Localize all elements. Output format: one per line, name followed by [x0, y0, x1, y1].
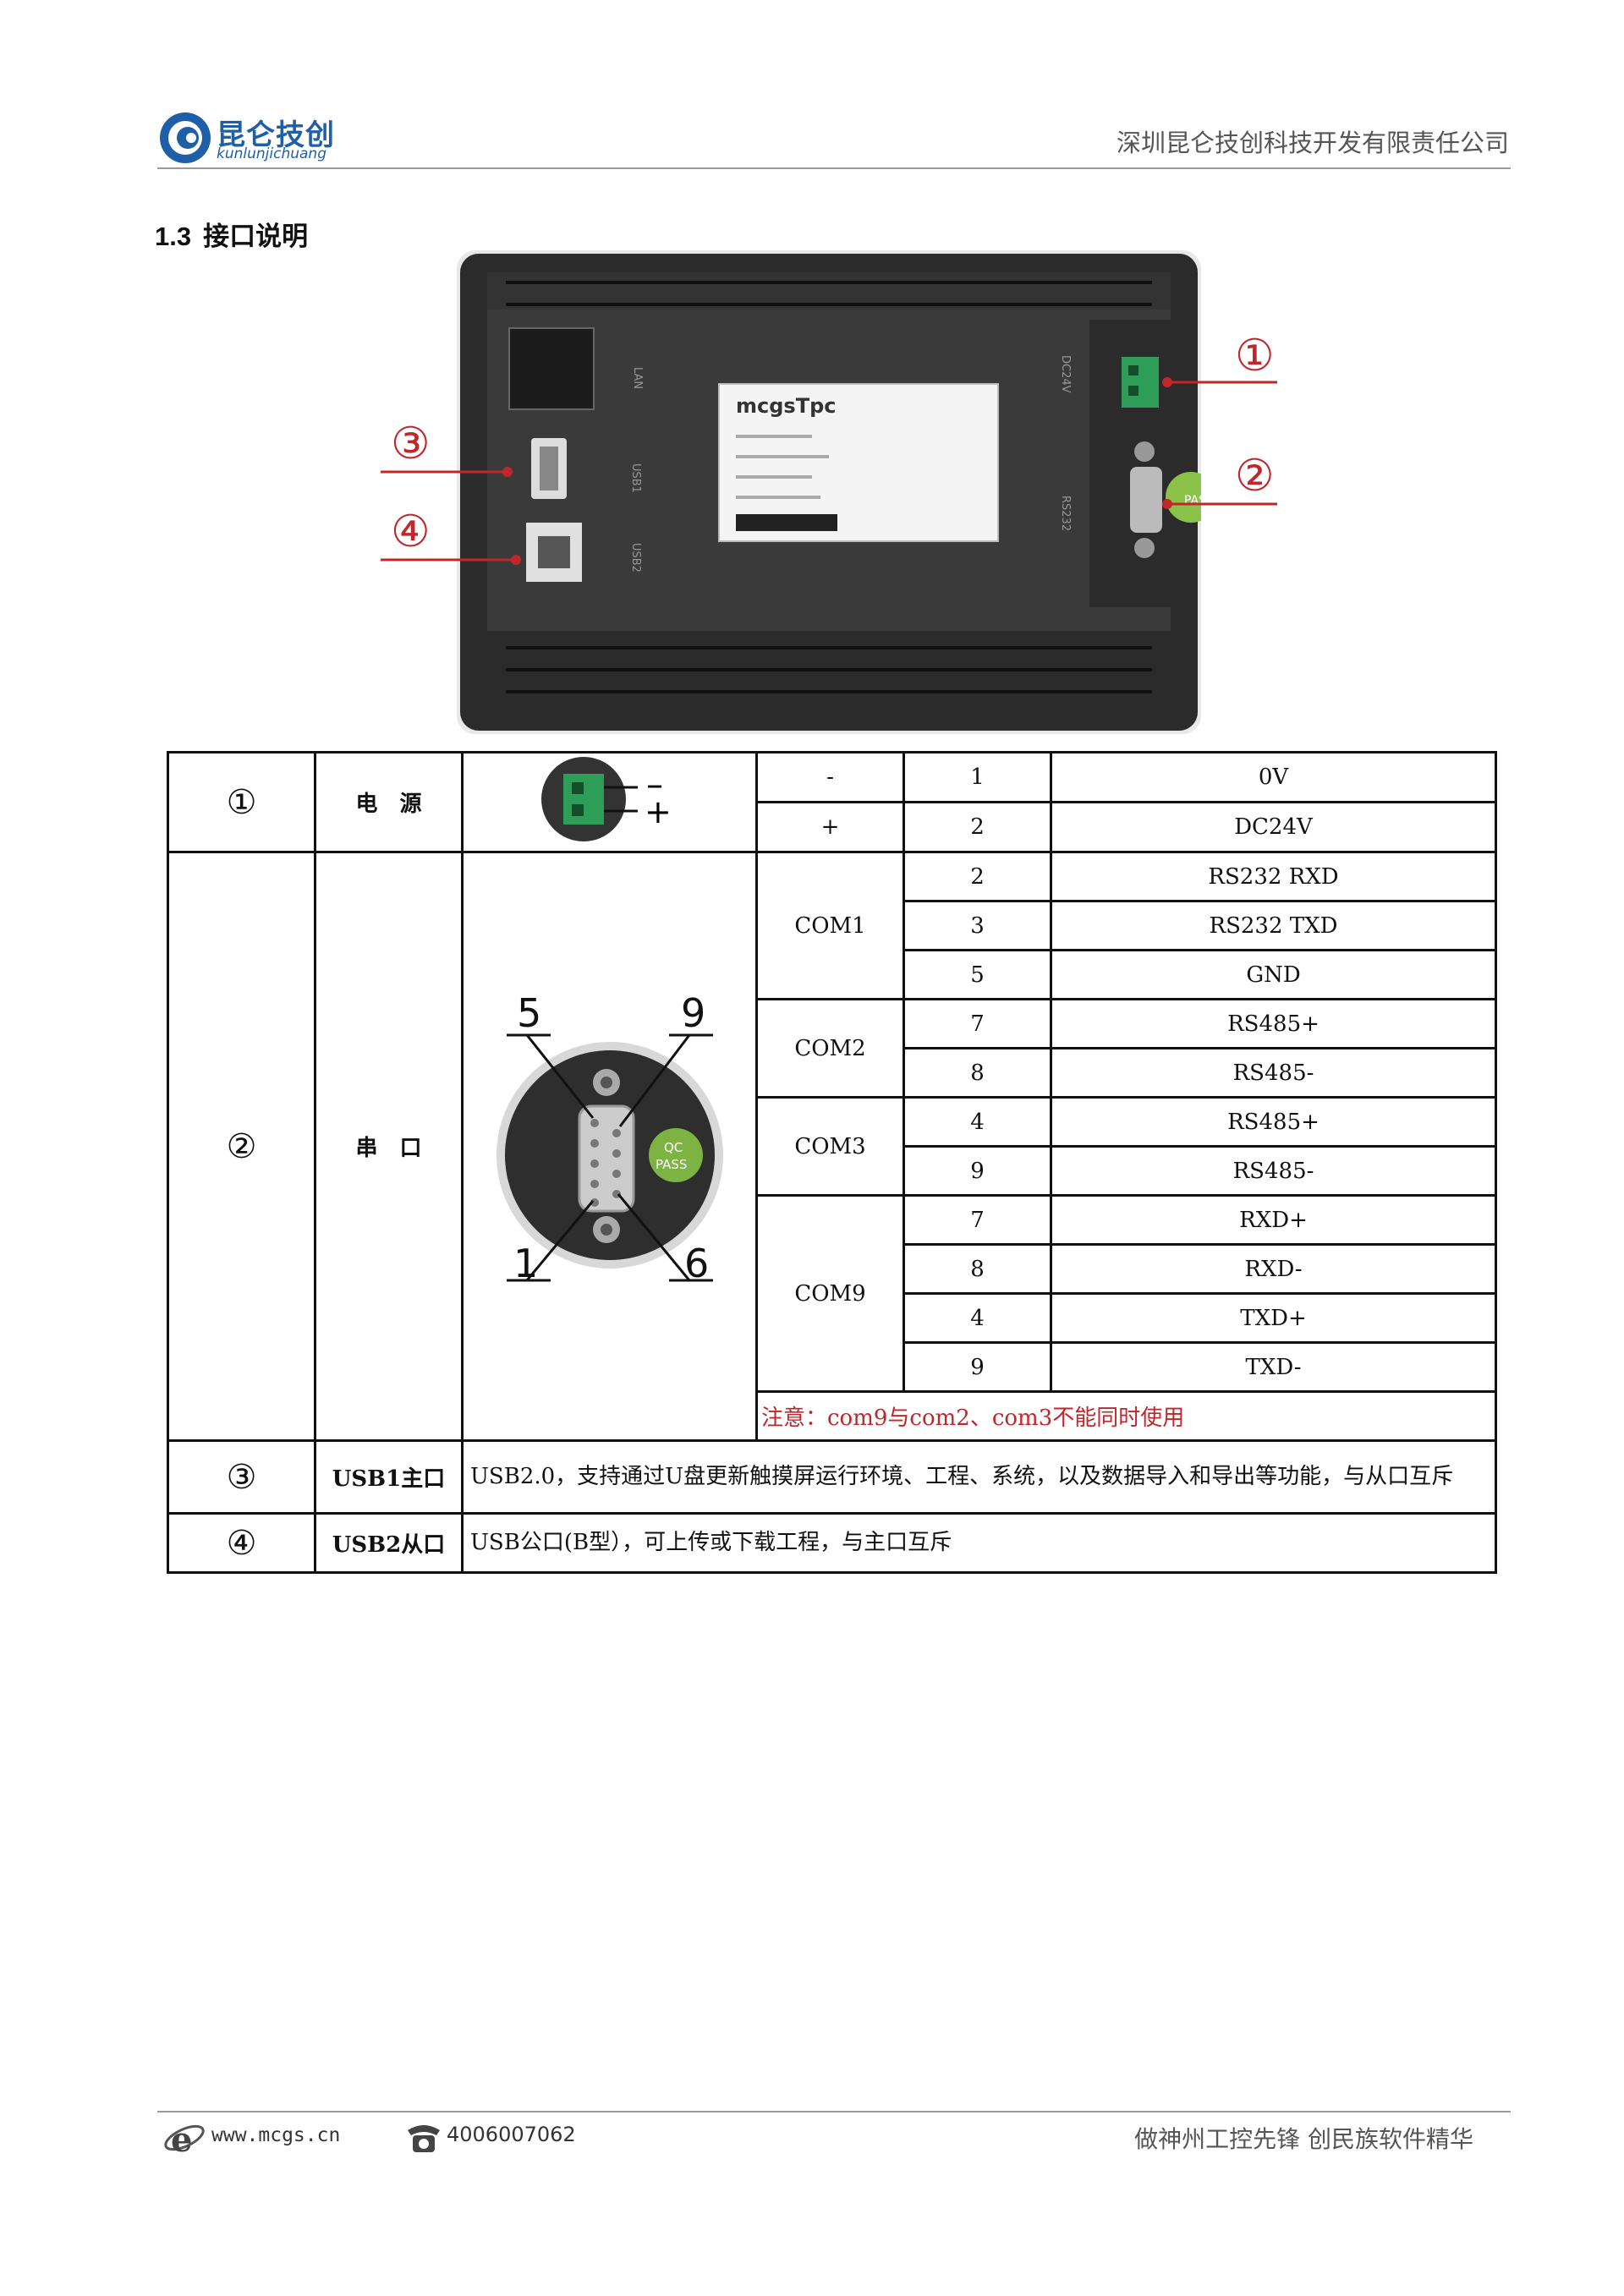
kunlun-logo-icon — [160, 112, 211, 163]
pin-function: GND — [1050, 949, 1497, 1000]
pin-number: 9 — [903, 1145, 1052, 1197]
usb1-name: USB1主口 — [314, 1439, 464, 1515]
rs232-label: RS232 — [1059, 496, 1072, 531]
callout-4: ④ — [391, 507, 431, 557]
serial-name: 串 口 — [314, 851, 464, 1442]
db9-pin-5-label: 5 — [517, 990, 541, 1036]
serial-number: ② — [167, 851, 316, 1442]
pin-function: RS485+ — [1050, 998, 1497, 1049]
table-row: ① 电 源 – + - 1 0V — [167, 751, 1497, 853]
section-title-text: 接口说明 — [203, 222, 309, 252]
com-port: COM3 — [755, 1096, 905, 1197]
com-port: COM1 — [755, 851, 905, 1000]
web-e-icon: e — [164, 2120, 205, 2160]
product-label-brand: mcgsTpc — [736, 394, 836, 418]
power-number: ① — [167, 751, 316, 853]
callout-overlay: ① ② ③ ④ — [381, 331, 1277, 565]
usb2-description: USB公口(B型），可上传或下载工程，与主口互斥 — [461, 1512, 1497, 1574]
power-signal: + — [755, 801, 905, 853]
qc-badge-line2: PASS — [656, 1157, 687, 1172]
power-function: DC24V — [1050, 801, 1497, 853]
table-row: 3 RS232 TXD — [168, 900, 1497, 951]
company-name: 深圳昆仑技创科技开发有限责任公司 — [1116, 129, 1509, 157]
power-pin: 2 — [903, 801, 1052, 853]
footer-slogan: 做神州工控先锋 创民族软件精华 — [1134, 2125, 1473, 2153]
usb1-label: USB1 — [629, 463, 642, 493]
section-number: 1.3 — [155, 222, 192, 251]
table-row: 8 RS485- — [168, 1047, 1497, 1099]
lan-label: LAN — [631, 367, 644, 389]
pin-function: RS485- — [1050, 1145, 1497, 1197]
com-port: COM2 — [755, 998, 905, 1099]
table-row: 注意：com9与com2、com3不能同时使用 — [168, 1390, 1497, 1442]
table-row: + 2 DC24V — [168, 801, 1497, 853]
pin-function: RS485+ — [1050, 1096, 1497, 1148]
power-name: 电 源 — [314, 751, 464, 853]
usb2-name: USB2从口 — [314, 1512, 464, 1574]
callout-3: ③ — [391, 419, 431, 469]
pin-number: 3 — [903, 900, 1052, 951]
pin-number: 2 — [903, 851, 1052, 902]
table-row: 8 RXD- — [168, 1243, 1497, 1295]
table-row: ④ USB2从口 USB公口(B型），可上传或下载工程，与主口互斥 — [167, 1512, 1497, 1574]
pin-number: 5 — [903, 949, 1052, 1000]
svg-text:e: e — [171, 2120, 192, 2160]
footer-divider — [157, 2111, 1511, 2112]
pin-function: RS485- — [1050, 1047, 1497, 1099]
table-row: ③ USB1主口 USB2.0，支持通过U盘更新触摸屏运行环境、工程、系统，以及… — [167, 1439, 1497, 1515]
pin-function: RS232 TXD — [1050, 900, 1497, 951]
device-back-illustration: LAN USB1 USB2 DC24V RS232 mcgsTpc PAS — [457, 250, 1201, 734]
table-row: COM2 7 RS485+ — [168, 998, 1497, 1099]
interface-table: ① 电 源 – + - 1 0V + 2 DC24V — [167, 751, 1497, 1574]
plus-symbol: + — [645, 793, 672, 830]
power-connector-cell: – + — [461, 751, 758, 853]
pin-number: 4 — [903, 1292, 1052, 1344]
com-port: COM9 — [755, 1194, 905, 1393]
phone-icon — [408, 2125, 440, 2152]
table-row: COM9 7 RXD+ — [168, 1194, 1497, 1393]
table-row: 9 TXD- — [168, 1341, 1497, 1393]
footer-phone: 4006007062 — [447, 2123, 576, 2146]
pin-function: RXD- — [1050, 1243, 1497, 1295]
db9-connector-icon: QC PASS 5 9 1 6 — [496, 990, 723, 1286]
table-row: 9 RS485- — [168, 1145, 1497, 1197]
pin-number: 8 — [903, 1047, 1052, 1099]
power-connector-icon: – + — [540, 757, 672, 841]
table-row: ② 串 口 QC PASS — [167, 851, 1497, 1442]
usb2-label: USB2 — [629, 543, 642, 573]
callout-2: ② — [1235, 451, 1275, 501]
qc-badge-line1: QC — [664, 1140, 683, 1155]
db9-pin-6-label: 6 — [684, 1241, 709, 1286]
table-row: 4 TXD+ — [168, 1292, 1497, 1344]
pin-function: RS232 RXD — [1050, 851, 1497, 902]
pin-function: RXD+ — [1050, 1194, 1497, 1246]
pin-function: TXD+ — [1050, 1292, 1497, 1344]
callout-1: ① — [1235, 331, 1275, 381]
table-row: 5 GND — [168, 949, 1497, 1000]
usb1-number: ③ — [167, 1439, 316, 1515]
section-title: 1.3 接口说明 — [155, 215, 308, 253]
usb1-description: USB2.0，支持通过U盘更新触摸屏运行环境、工程、系统，以及数据导入和导出等功… — [461, 1439, 1497, 1515]
pin-number: 4 — [903, 1096, 1052, 1148]
usb2-number: ④ — [167, 1512, 316, 1574]
pin-number: 9 — [903, 1341, 1052, 1393]
serial-note: 注意：com9与com2、com3不能同时使用 — [755, 1390, 1497, 1442]
db9-pin-9-label: 9 — [681, 990, 705, 1036]
power-signal: - — [755, 751, 905, 803]
footer-website: www.mcgs.cn — [211, 2124, 341, 2146]
pin-number: 8 — [903, 1243, 1052, 1295]
serial-connector-cell: QC PASS 5 9 1 6 — [461, 851, 758, 1442]
logo-english-text: kunlunjichuang — [217, 145, 326, 162]
db9-pin-1-label: 1 — [513, 1241, 538, 1286]
pin-number: 7 — [903, 1194, 1052, 1246]
pin-number: 7 — [903, 998, 1052, 1049]
table-row: COM3 4 RS485+ — [168, 1096, 1497, 1197]
logo-chinese-text: 昆仑技创 — [217, 118, 335, 152]
minus-symbol: – — [646, 765, 663, 804]
dc24v-label: DC24V — [1059, 355, 1072, 393]
power-function: 0V — [1050, 751, 1497, 803]
pin-function: TXD- — [1050, 1341, 1497, 1393]
header-divider — [157, 167, 1511, 169]
power-pin: 1 — [903, 751, 1052, 803]
